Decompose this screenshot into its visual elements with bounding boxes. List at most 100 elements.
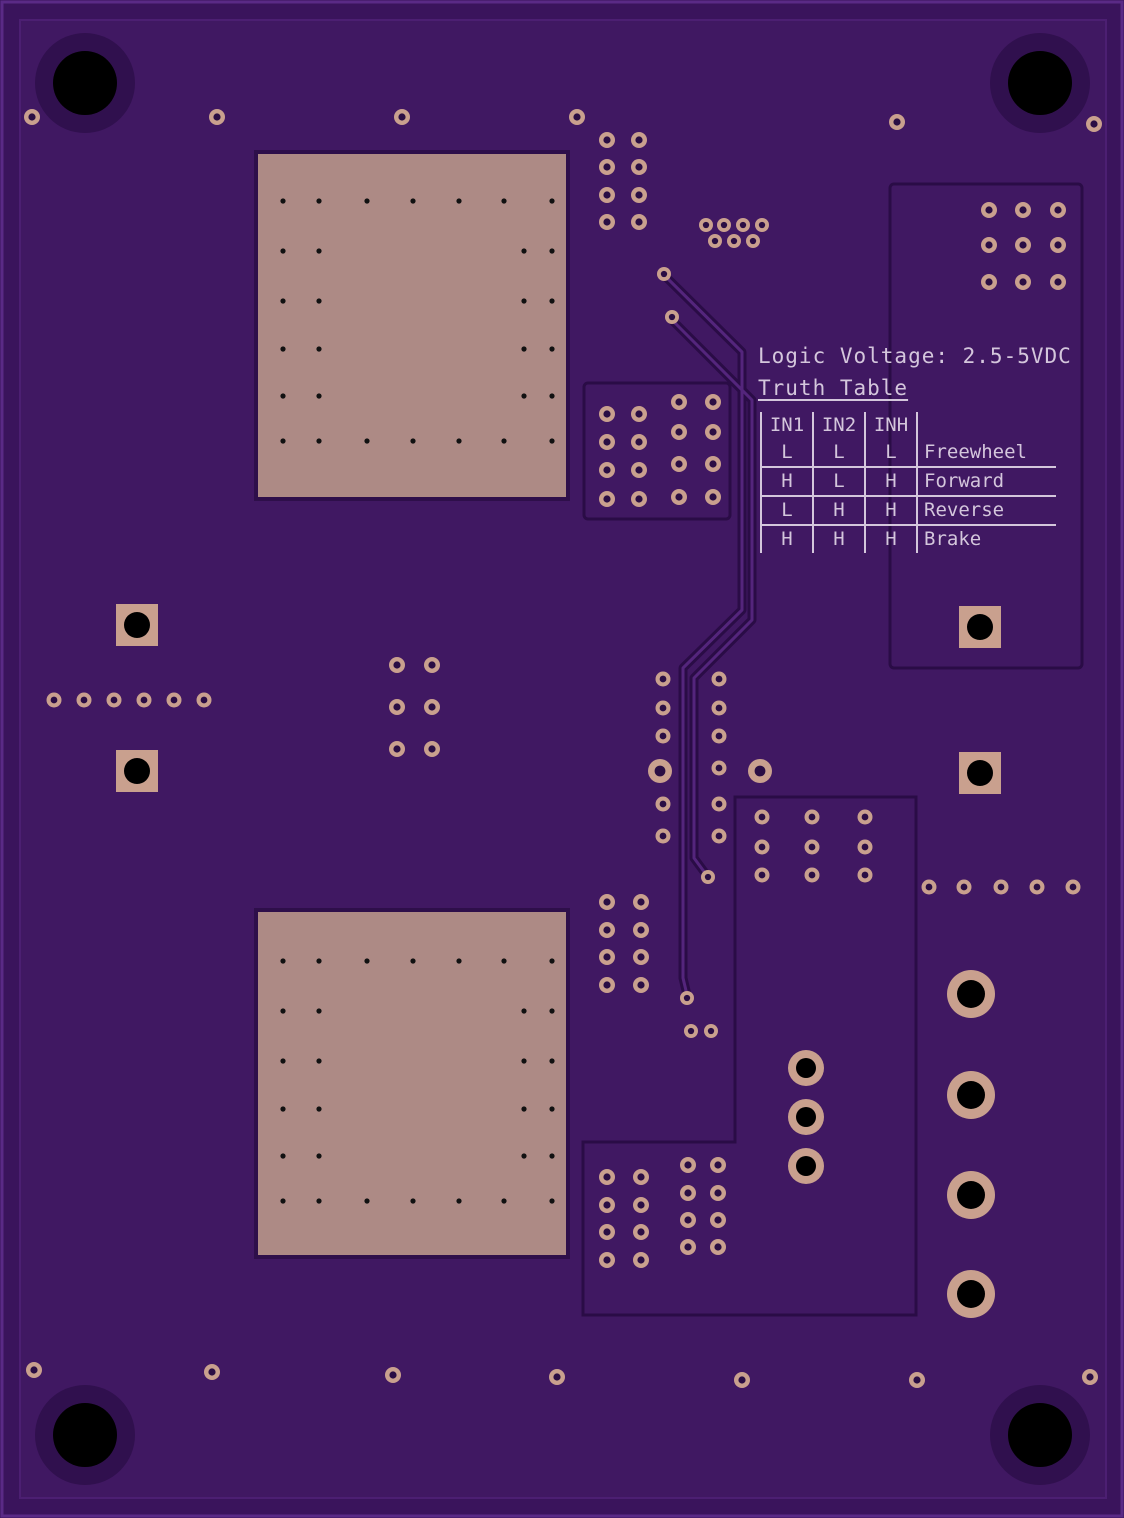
via-hole (637, 981, 645, 989)
thermal-via (521, 1008, 527, 1014)
via-hole (603, 136, 611, 144)
via-hole (637, 1228, 645, 1236)
pad-hole (124, 612, 150, 638)
via-hole (702, 221, 710, 229)
thermal-via (501, 198, 507, 204)
via-hole (675, 398, 683, 406)
thermal-via (316, 438, 322, 444)
thermal-via (316, 346, 322, 352)
thermal-via (316, 198, 322, 204)
via-hole (637, 1201, 645, 1209)
via-hole (1019, 206, 1027, 214)
cell-in1: L (760, 439, 813, 468)
pour-region (582, 381, 732, 521)
thermal-via (280, 346, 286, 352)
thermal-via (364, 198, 370, 204)
via-hole (684, 1243, 692, 1251)
via-hole (715, 764, 723, 772)
via-hole (1033, 883, 1041, 891)
via-hole (637, 953, 645, 961)
mounting-hole (53, 51, 117, 115)
mounting-hole (1008, 1403, 1072, 1467)
via-hole (711, 237, 719, 245)
terminal-hole (957, 1280, 985, 1308)
via-hole (603, 438, 611, 446)
via-hole (200, 696, 208, 704)
thermal-via (316, 1106, 322, 1112)
via-hole (808, 813, 816, 821)
thermal-via (501, 1198, 507, 1204)
thermal-via (280, 198, 286, 204)
cell-mode: Freewheel (916, 439, 1056, 468)
via-hole (985, 206, 993, 214)
cell-in2: H (812, 496, 865, 526)
truth-table-row: H L H Forward (760, 467, 1056, 497)
thermal-via (521, 1106, 527, 1112)
via-hole (603, 926, 611, 934)
via-hole (861, 813, 869, 821)
thermal-via (549, 248, 555, 254)
pad-hole (967, 614, 993, 640)
via-hole (573, 113, 581, 121)
truth-table-header-row: IN1 IN2 INH (760, 412, 1056, 439)
via-hole (714, 1161, 722, 1169)
via-hole (637, 1256, 645, 1264)
thermal-via (316, 393, 322, 399)
terminal-hole (957, 980, 985, 1008)
trace (662, 273, 744, 1000)
via-hole (687, 1027, 695, 1035)
via-hole (80, 696, 88, 704)
via-hole (709, 493, 717, 501)
via-hole (208, 1368, 216, 1376)
via-hole (960, 883, 968, 891)
cell-in1: H (760, 525, 813, 553)
via-hole (738, 1376, 746, 1384)
via-hole (861, 843, 869, 851)
thermal-via (410, 958, 416, 964)
via-hole (709, 428, 717, 436)
via-hole (684, 1161, 692, 1169)
heatsink-pad (258, 912, 566, 1255)
thermal-via (456, 958, 462, 964)
via-hole (758, 221, 766, 229)
via-hole (714, 1216, 722, 1224)
cell-in2: L (812, 467, 865, 497)
cell-in1: H (760, 467, 813, 497)
thermal-via (316, 1153, 322, 1159)
thermal-via (280, 393, 286, 399)
via-hole (603, 495, 611, 503)
via-hole (1086, 1373, 1094, 1381)
via-hole (754, 765, 766, 777)
header-in1: IN1 (760, 412, 813, 439)
cell-in2: H (812, 525, 865, 553)
thermal-via (456, 198, 462, 204)
pad-hole (124, 758, 150, 784)
via-hole (389, 1371, 397, 1379)
thermal-via (280, 958, 286, 964)
thermal-via (521, 298, 527, 304)
thermal-via (316, 248, 322, 254)
via-hole (393, 661, 401, 669)
thermal-via (549, 1106, 555, 1112)
cell-inh: L (864, 439, 917, 468)
thermal-via (456, 1198, 462, 1204)
via-hole (553, 1373, 561, 1381)
thermal-via (364, 958, 370, 964)
via-hole (668, 313, 676, 321)
truth-table: IN1 IN2 INH L L L Freewheel H L H Forwar… (760, 412, 1056, 553)
thermal-via (280, 248, 286, 254)
via-hole (659, 675, 667, 683)
via-hole (925, 883, 933, 891)
thermal-via (521, 393, 527, 399)
thermal-via (410, 198, 416, 204)
via-hole (709, 460, 717, 468)
thermal-via (549, 1058, 555, 1064)
terminal-hole (796, 1156, 816, 1176)
thermal-via (549, 1153, 555, 1159)
header-inh: INH (864, 412, 917, 439)
via-hole (715, 832, 723, 840)
truth-table-title: Truth Table (758, 376, 909, 400)
via-hole (213, 113, 221, 121)
terminal-hole (957, 1081, 985, 1109)
